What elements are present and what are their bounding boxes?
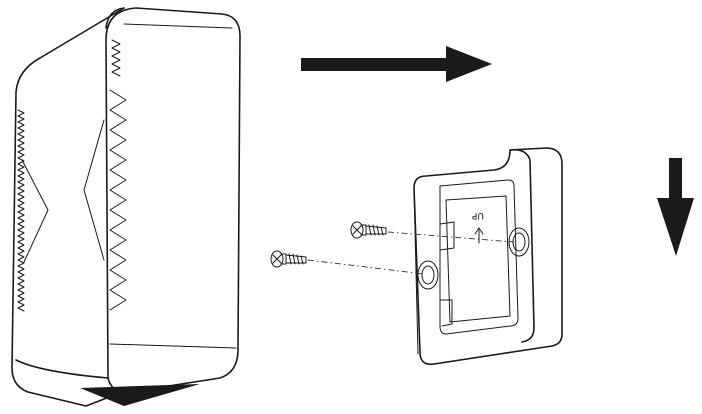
- right-arrow-icon: [301, 46, 492, 82]
- device-back-outline: [11, 7, 125, 407]
- screw-upper: [350, 221, 387, 239]
- up-arrow-icon: [474, 227, 484, 244]
- device-vents: [17, 39, 127, 312]
- alignment-line-lower: [307, 259, 425, 275]
- down-arrow-icon: [657, 158, 694, 256]
- device-top-edge: [105, 7, 125, 29]
- sensor-device: [11, 7, 241, 407]
- alignment-line-upper: [387, 231, 515, 243]
- triangle-indicator-icon: [80, 384, 200, 406]
- bracket-hole-lower: [417, 260, 439, 290]
- screw-lower: [270, 250, 307, 268]
- bracket-hole-upper: [508, 227, 530, 257]
- mounting-bracket: UP: [413, 147, 563, 366]
- bracket-up-label: UP: [471, 210, 484, 220]
- device-front-face: [105, 7, 241, 394]
- bracket-plate: [413, 147, 563, 366]
